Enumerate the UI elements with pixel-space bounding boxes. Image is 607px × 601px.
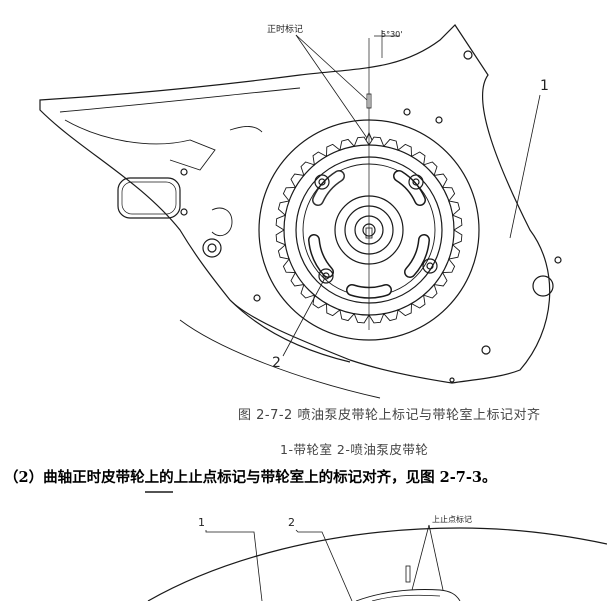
figure-legend: 1-带轮室 2-喷油泵皮带轮 <box>280 442 429 457</box>
step-instruction: （2）曲轴正时皮带轮上的上止点标记与带轮室上的标记对齐，见图 2-7-3。 <box>4 469 497 486</box>
housing-hole <box>532 275 554 297</box>
timing-mark-label: 正时标记 <box>267 25 304 35</box>
callout-2: 2 <box>272 355 281 371</box>
housing-slot <box>117 177 181 219</box>
crankshaft-pulley-figure <box>147 524 607 601</box>
bottom-callout-1: 1 <box>198 516 205 529</box>
belt-chamber-outline <box>39 24 551 384</box>
housing-timing-mark <box>366 93 372 109</box>
figure-caption: 图 2-7-2 喷油泵皮带轮上标记与带轮室上标记对齐 <box>238 408 541 423</box>
tdc-mark-label: 上止点标记 <box>432 515 472 524</box>
injection-pump-pulley <box>275 131 463 324</box>
callout-1: 1 <box>540 78 549 94</box>
bottom-callout-2: 2 <box>288 516 295 529</box>
angle-label: 5°30' <box>381 30 403 39</box>
